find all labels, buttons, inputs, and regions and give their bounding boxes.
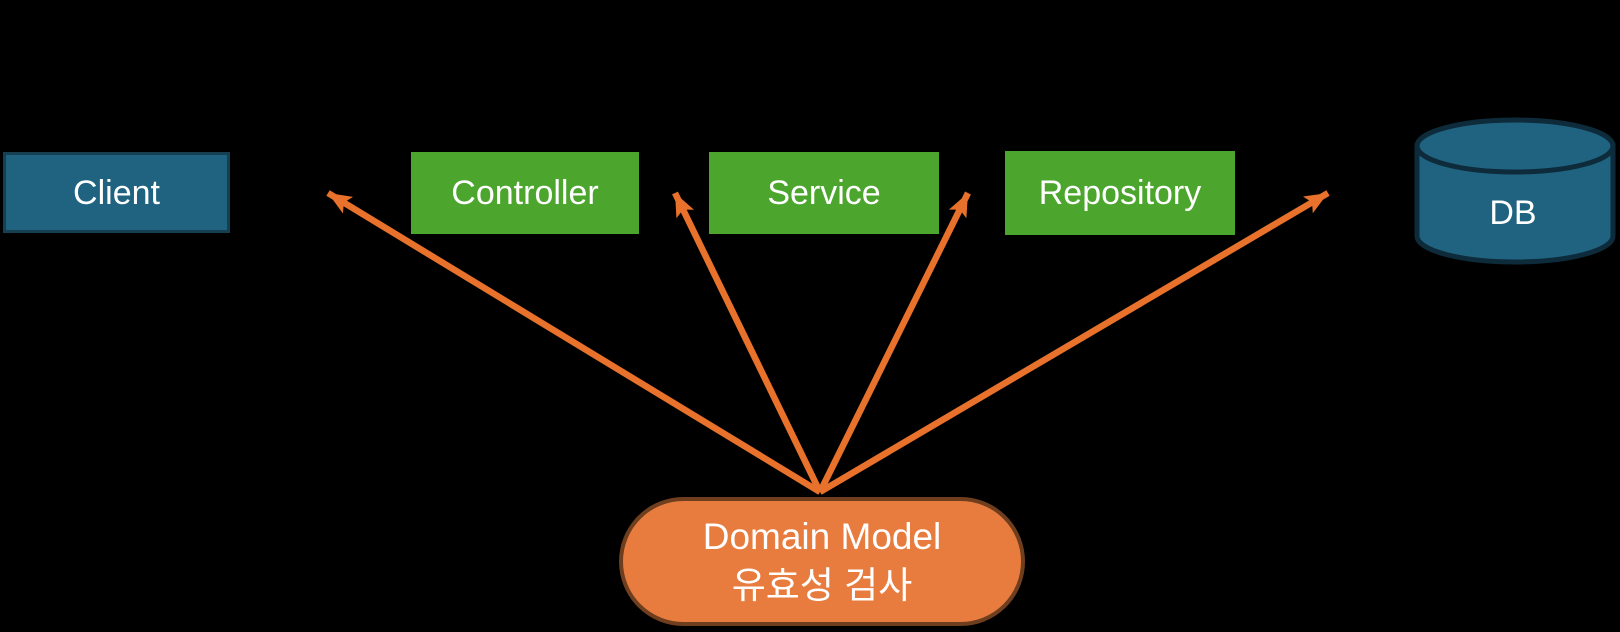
- controller-label: Controller: [451, 174, 599, 212]
- repository-node: Repository: [1005, 151, 1235, 235]
- arrow-domain-to-repository-db-gap: [818, 190, 1330, 495]
- client-label: Client: [73, 173, 160, 212]
- database-cylinder-icon: [1414, 117, 1616, 265]
- domain-model-node: Domain Model 유효성 검사: [619, 497, 1025, 626]
- service-node: Service: [709, 152, 939, 234]
- repository-label: Repository: [1038, 174, 1202, 212]
- domain-model-label-line1: Domain Model: [702, 516, 942, 558]
- arrow-domain-to-client-controller-gap: [326, 190, 822, 495]
- db-cylinder-top: [1414, 117, 1616, 175]
- service-label: Service: [767, 174, 881, 212]
- client-node: Client: [3, 152, 230, 233]
- db-cylinder-body: [1414, 143, 1616, 265]
- domain-model-label-line2: 유효성 검사: [731, 564, 913, 606]
- db-label: DB: [1489, 193, 1537, 232]
- arrow-domain-to-controller-service-gap: [672, 191, 823, 494]
- controller-node: Controller: [411, 152, 639, 234]
- arrow-domain-to-service-repository-gap: [817, 191, 971, 494]
